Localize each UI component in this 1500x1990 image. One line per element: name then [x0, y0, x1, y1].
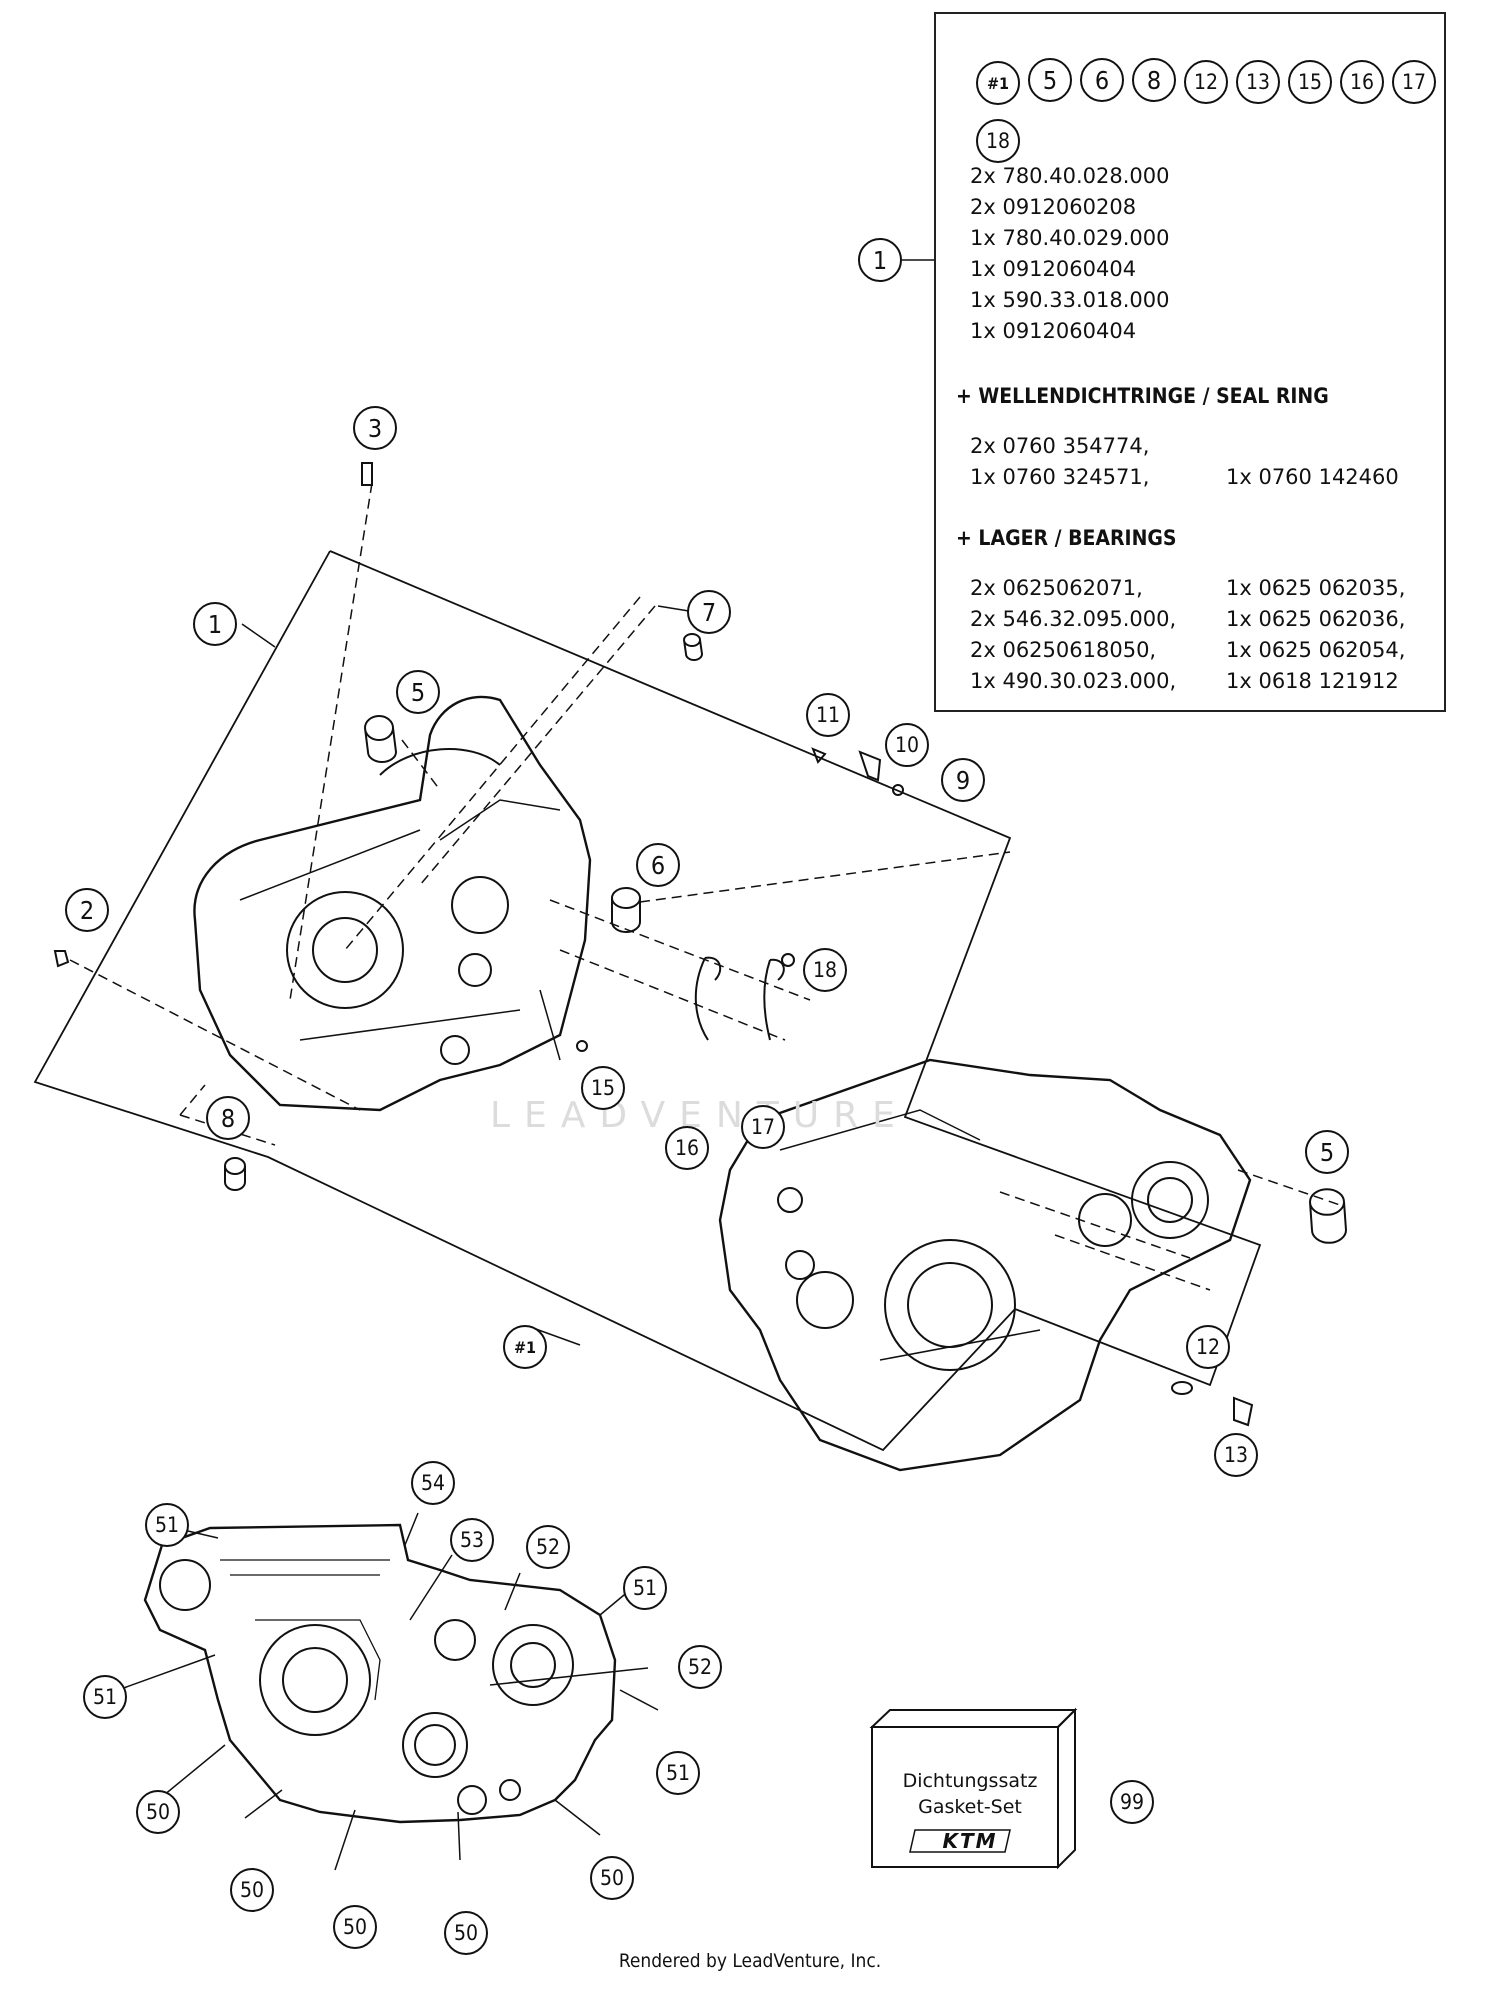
bearing-row-3-right: 1x 0625 062054, — [1226, 638, 1406, 662]
box-callout-12[interactable]: 12 — [1184, 59, 1228, 104]
box-callout-5[interactable]: 5 — [1028, 58, 1072, 102]
seal-row-2-right: 1x 0760 142460 — [1226, 465, 1399, 489]
callout-50-bottom-1[interactable]: 50 — [230, 1868, 274, 1912]
leader-lines — [69, 482, 1341, 1291]
bearing-row-4-right: 1x 0618 121912 — [1226, 669, 1399, 693]
callout-54[interactable]: 54 — [411, 1461, 455, 1505]
lower-crankcase-view — [143, 1523, 617, 1824]
callout-2[interactable]: 2 — [65, 888, 109, 932]
box-callout-8[interactable]: 8 — [1132, 58, 1176, 102]
callout-assembly-1[interactable]: #1 — [503, 1325, 547, 1369]
callout-51-left[interactable]: 51 — [83, 1675, 127, 1719]
box-callout-6[interactable]: 6 — [1080, 58, 1124, 102]
callout-5-right[interactable]: 5 — [1305, 1130, 1349, 1174]
box-callout-assembly[interactable]: #1 — [976, 61, 1020, 105]
assembly-bracket-lines — [33, 550, 1262, 1452]
callout-9[interactable]: 9 — [941, 758, 985, 802]
callout-8[interactable]: 8 — [206, 1096, 250, 1140]
callout-53[interactable]: 53 — [450, 1518, 494, 1562]
callout-10[interactable]: 10 — [885, 723, 929, 767]
bearing-row-4-left: 1x 490.30.023.000, — [970, 669, 1177, 693]
callout-52-lower[interactable]: 52 — [678, 1645, 722, 1689]
gasket-set-line2: Gasket-Set — [918, 1796, 1022, 1818]
callout-11[interactable]: 11 — [806, 693, 850, 737]
housing-part-4: 1x 0912060404 — [970, 257, 1137, 281]
gasket-set-label: Dichtungssatz Gasket-Set KTM — [880, 1768, 1060, 1854]
gasket-set-line1: Dichtungssatz — [902, 1770, 1038, 1792]
callout-18[interactable]: 18 — [803, 948, 847, 992]
box-callout-13[interactable]: 13 — [1236, 59, 1280, 104]
callout-50-bottom-3[interactable]: 50 — [444, 1911, 488, 1955]
housing-part-5: 1x 590.33.018.000 — [970, 288, 1170, 312]
right-crankcase-half — [718, 1058, 1252, 1472]
seal-ring-heading: + WELLENDICHTRINGE / SEAL RING — [956, 384, 1329, 408]
box-callout-18[interactable]: 18 — [976, 119, 1020, 163]
callout-7[interactable]: 7 — [687, 590, 731, 634]
bearing-row-2-left: 2x 546.32.095.000, — [970, 607, 1177, 631]
housing-part-6: 1x 0912060404 — [970, 319, 1137, 343]
housing-part-3: 1x 780.40.029.000 — [970, 226, 1170, 250]
small-parts — [53, 462, 1348, 1427]
callout-51-top-right[interactable]: 51 — [623, 1566, 667, 1610]
left-crankcase-half — [193, 695, 592, 1112]
seal-row-1-left: 2x 0760 354774, — [970, 434, 1150, 458]
bearing-row-2-right: 1x 0625 062036, — [1226, 607, 1406, 631]
housing-part-2: 2x 0912060208 — [970, 195, 1137, 219]
callout-6[interactable]: 6 — [636, 843, 680, 887]
bearings-heading: + LAGER / BEARINGS — [956, 526, 1177, 550]
callout-13[interactable]: 13 — [1214, 1433, 1258, 1477]
callout-52[interactable]: 52 — [526, 1525, 570, 1569]
callout-1[interactable]: 1 — [193, 602, 237, 646]
box-callout-15[interactable]: 15 — [1288, 59, 1332, 104]
callout-3[interactable]: 3 — [353, 406, 397, 450]
bearing-row-1-right: 1x 0625 062035, — [1226, 576, 1406, 600]
box-callout-17[interactable]: 17 — [1392, 59, 1436, 104]
seal-row-2-left: 1x 0760 324571, — [970, 465, 1150, 489]
footer-credit: Rendered by LeadVenture, Inc. — [618, 1950, 882, 1972]
callout-51-top-left[interactable]: 51 — [145, 1503, 189, 1547]
bearing-row-1-left: 2x 0625062071, — [970, 576, 1143, 600]
callout-50-right[interactable]: 50 — [590, 1856, 634, 1900]
callout-5[interactable]: 5 — [396, 670, 440, 714]
callout-16[interactable]: 16 — [665, 1126, 709, 1170]
callout-99[interactable]: 99 — [1110, 1780, 1154, 1824]
bearing-row-3-left: 2x 06250618050, — [970, 638, 1157, 662]
callout-17[interactable]: 17 — [741, 1105, 785, 1149]
gasket-set-box — [869, 1707, 1078, 1870]
ktm-logo: KTM — [942, 1829, 998, 1853]
housing-part-1: 2x 780.40.028.000 — [970, 164, 1170, 188]
callout-1-parts-box[interactable]: 1 — [858, 238, 902, 282]
callout-51-right[interactable]: 51 — [656, 1751, 700, 1795]
callout-12[interactable]: 12 — [1186, 1325, 1230, 1369]
callout-15[interactable]: 15 — [581, 1066, 625, 1110]
box-callout-16[interactable]: 16 — [1340, 59, 1384, 104]
callout-50-bottom-2[interactable]: 50 — [333, 1905, 377, 1949]
callout-50-left[interactable]: 50 — [136, 1790, 180, 1834]
